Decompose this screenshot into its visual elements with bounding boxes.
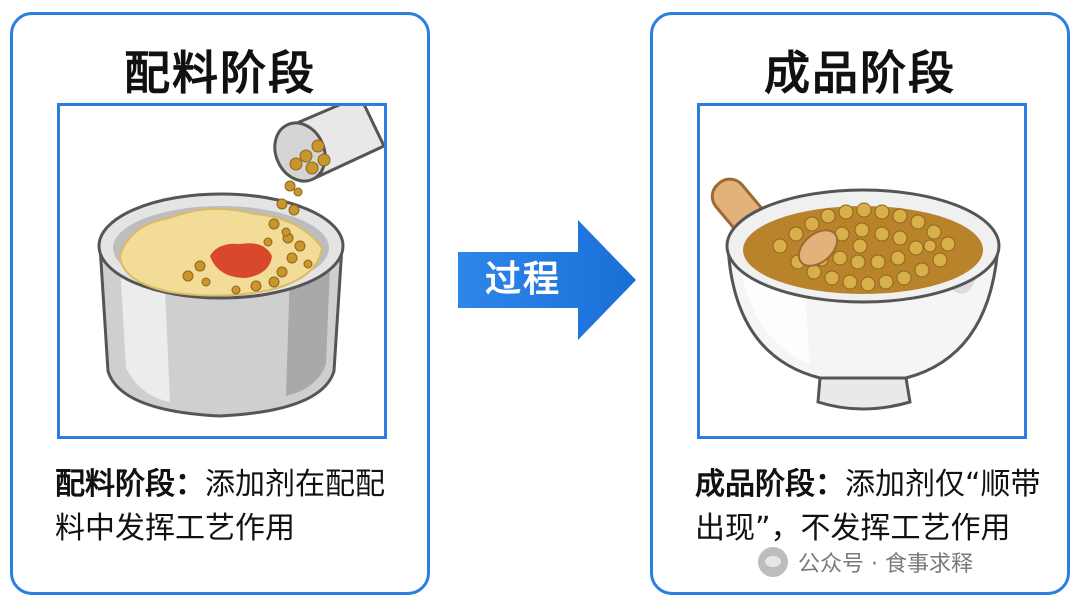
ingredient-stage-panel: 配料阶段: [10, 12, 430, 595]
watermark: 公众号 · 食事求释: [758, 545, 973, 579]
ingredient-stage-illustration: [57, 103, 387, 439]
ingredient-stage-description: 配料阶段：添加剂在配配料中发挥工艺作用: [55, 463, 405, 551]
mixing-pot-illustration: [97, 106, 384, 418]
ingredient-stage-desc-label: 配料阶段：: [55, 467, 205, 502]
finished-product-stage-title: 成品阶段: [764, 46, 956, 100]
finished-product-stage-panel: 成品阶段: [650, 12, 1070, 595]
watermark-text: 公众号 · 食事求释: [798, 552, 973, 577]
finished-product-stage-description: 成品阶段：添加剂仅“顺带出现”，不发挥工艺作用: [695, 463, 1045, 551]
process-label: 过程: [484, 259, 561, 300]
wechat-icon: [758, 547, 788, 577]
process-arrow-icon: [458, 220, 636, 340]
finished-product-desc-label: 成品阶段：: [695, 467, 845, 502]
ingredient-stage-desc-text: 添加剂在配配料中发挥工艺作用: [55, 467, 385, 546]
grain-bowl-illustration: [710, 177, 1001, 411]
ingredient-stage-title: 配料阶段: [124, 46, 316, 100]
finished-product-desc-text: 添加剂仅“顺带出现”，不发挥工艺作用: [695, 467, 1041, 546]
finished-product-illustration: [697, 103, 1027, 439]
